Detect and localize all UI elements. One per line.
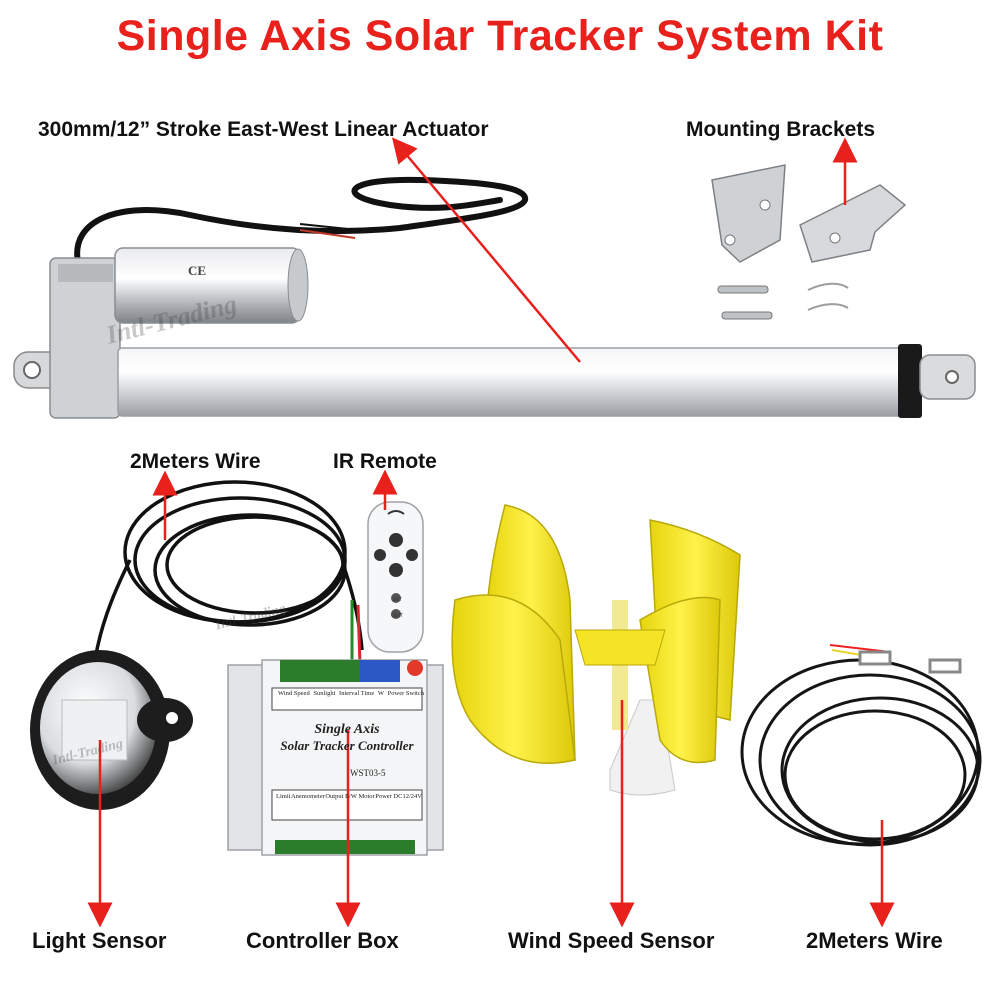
page-title: Single Axis Solar Tracker System Kit: [116, 12, 884, 60]
term-sunlight: Sunlight: [313, 690, 336, 697]
linear-actuator: CE: [13, 176, 976, 419]
label-light-sensor: Light Sensor: [32, 928, 167, 953]
label-brackets: Mounting Brackets: [686, 118, 876, 141]
cable-coil-right: [740, 644, 982, 847]
remote-key-quit: QUIT: [391, 613, 403, 619]
controller-label: Single Axis Solar Tracker Controller: [272, 722, 422, 754]
label-controller-box: Controller Box: [246, 928, 399, 953]
remote-key-set: SET: [392, 597, 402, 603]
term-wind-speed: Wind Speed: [278, 690, 310, 697]
term-interval: Interval Time: [339, 690, 375, 697]
controller-model: WST03-5: [350, 768, 386, 778]
label-remote: IR Remote: [333, 450, 437, 473]
term-anemometer: Anemometer: [290, 793, 325, 800]
term-power-switch: Power Switch: [387, 690, 424, 697]
callout-arrows: [87, 137, 895, 928]
arrow-actuator: [391, 137, 581, 363]
label-wind-sensor: Wind Speed Sensor: [508, 928, 715, 953]
ir-remote: [367, 501, 424, 653]
term-limit: Limit: [276, 793, 291, 800]
light-sensor: [30, 650, 193, 810]
wind-speed-sensor: [451, 504, 741, 796]
cable-coil-top: [93, 480, 364, 666]
label-actuator: 300mm/12” Stroke East-West Linear Actuat…: [38, 118, 489, 141]
label-wire-top: 2Meters Wire: [130, 450, 261, 473]
term-power: Power DC12/24V: [375, 793, 422, 800]
controller-line2: Solar Tracker Controller: [280, 738, 414, 753]
term-output: Output E/W Motor: [325, 793, 375, 800]
svg-text:CE: CE: [188, 263, 206, 278]
controller-line1: Single Axis: [314, 722, 380, 737]
mounting-brackets: [711, 164, 907, 320]
remote-key-labels: SET QUIT: [387, 592, 407, 624]
controller-bottom-terminals: Limit Anemometer Output E/W Motor Power …: [276, 793, 422, 800]
term-w: W: [377, 690, 385, 697]
controller-top-terminals: Wind Speed Sunlight Interval Time W Powe…: [278, 690, 424, 697]
label-wire-bottom: 2Meters Wire: [806, 928, 943, 953]
